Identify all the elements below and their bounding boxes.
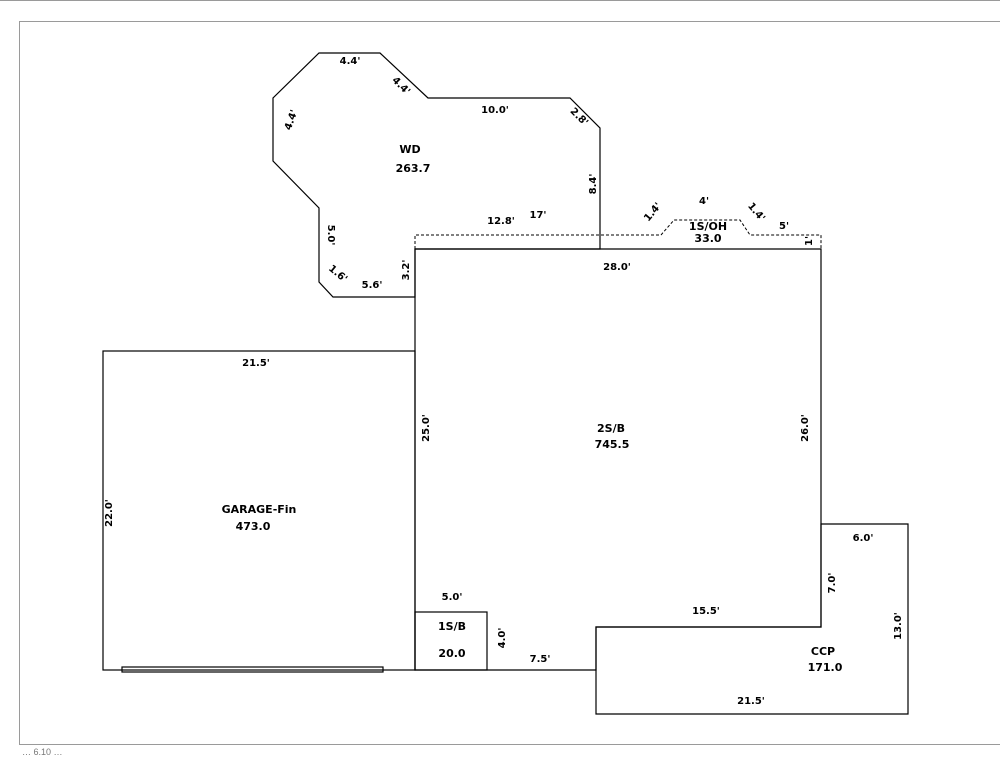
dim-wd-diag-top: 4.4' — [390, 75, 412, 97]
dim-main-right: 26.0' — [800, 414, 811, 442]
dim-sb-top: 5.0' — [442, 592, 463, 603]
wd-outline — [272, 52, 601, 298]
sb-outline — [414, 611, 488, 671]
dim-main-bottom: 15.5' — [692, 606, 720, 617]
dim-wd-step: 3.2' — [401, 260, 412, 281]
oh-outline — [414, 219, 822, 249]
dim-main-bottom-left: 7.5' — [530, 654, 551, 665]
garage-outline — [102, 350, 416, 671]
oh-area: 33.0 — [694, 232, 721, 245]
dim-sb-right: 4.0' — [497, 628, 508, 649]
wd-name: WD — [399, 143, 420, 156]
oh-name: 1S/OH — [689, 220, 727, 233]
sb-name: 1S/B — [438, 620, 466, 633]
main-area: 745.5 — [595, 438, 630, 451]
dim-ccp-right: 13.0' — [893, 612, 904, 640]
dim-ccp-left: 7.0' — [827, 573, 838, 594]
top-border — [0, 0, 1000, 1]
dim-wd-diag-bottom: 1.6' — [326, 263, 349, 285]
dim-wd-right: 8.4' — [588, 174, 599, 195]
footer-text: … 6.10 … — [22, 747, 63, 757]
dim-oh-diag-right: 1.4' — [745, 201, 767, 224]
dim-garage-left: 22.0' — [104, 499, 115, 527]
main-name: 2S/B — [597, 422, 625, 435]
dim-wd-left: 5.0' — [325, 225, 336, 246]
dim-oh-17: 17' — [530, 210, 547, 221]
dim-wd-bottom: 5.6' — [362, 280, 383, 291]
dim-oh-diag-left: 1.4' — [642, 201, 664, 224]
dim-main-top: 28.0' — [603, 262, 631, 273]
dim-wd-top: 4.4' — [340, 56, 361, 67]
garage-door — [121, 666, 384, 673]
dim-ccp-bottom: 21.5' — [737, 696, 765, 707]
dim-wd-diag-right: 2.8' — [568, 106, 590, 128]
main-outline — [414, 248, 822, 671]
garage-name: GARAGE-Fin — [222, 503, 297, 516]
dim-wd-inner: 12.8' — [487, 216, 515, 227]
sb-area: 20.0 — [438, 647, 465, 660]
ccp-area: 171.0 — [808, 661, 843, 674]
ccp-outline — [595, 523, 909, 715]
dim-main-left: 25.0' — [421, 414, 432, 442]
dim-wd-left-diag: 4.4' — [283, 108, 300, 131]
dim-garage-top: 21.5' — [242, 358, 270, 369]
drawing-frame — [19, 21, 1000, 745]
dim-ccp-top: 6.0' — [853, 533, 874, 544]
wd-area: 263.7 — [396, 162, 431, 175]
dim-oh-5: 5' — [779, 221, 789, 232]
dim-oh-1: 1' — [804, 236, 815, 246]
ccp-name: CCP — [811, 645, 835, 658]
dim-oh-4: 4' — [699, 196, 709, 207]
garage-area: 473.0 — [236, 520, 271, 533]
dim-wd-ten: 10.0' — [481, 105, 509, 116]
